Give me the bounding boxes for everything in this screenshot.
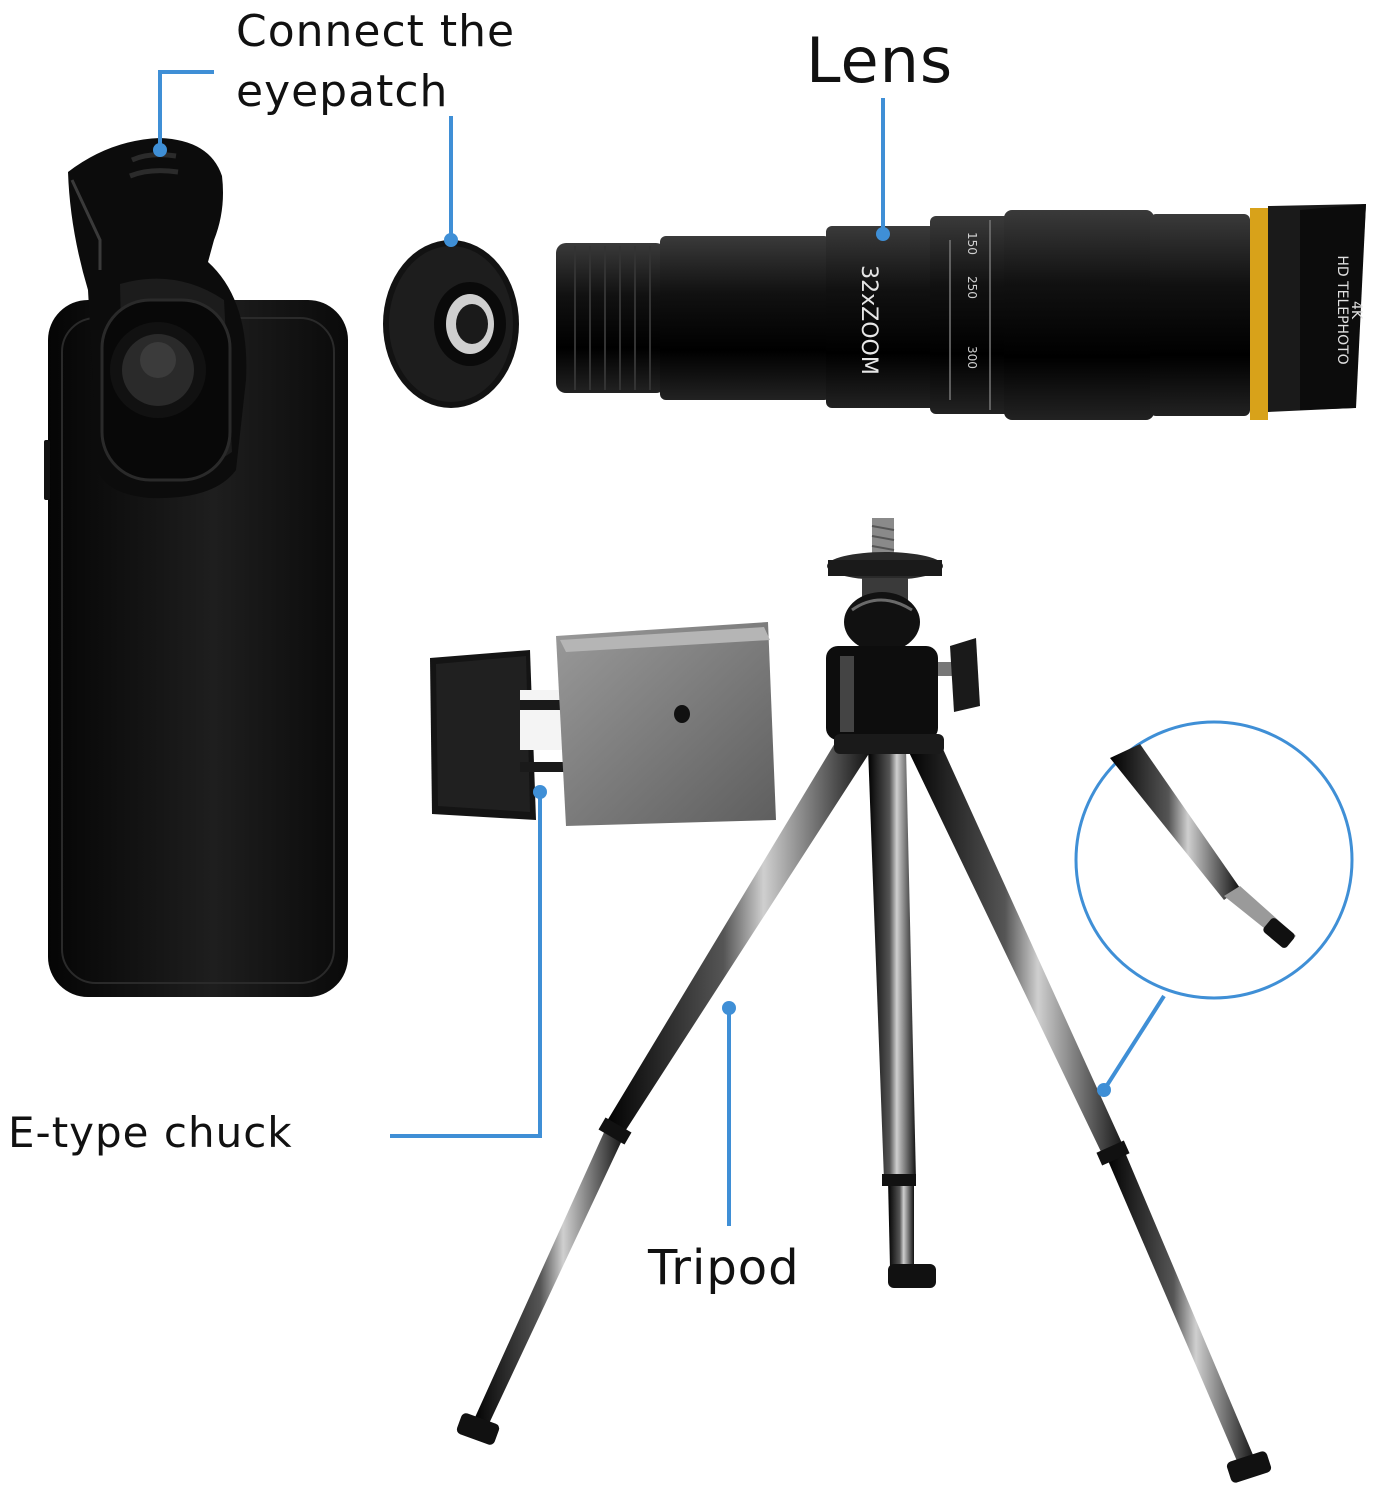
eyepatch [383,240,519,408]
res-print: 4K [1348,301,1364,320]
connect-eyepatch-label: Connect the eyepatch [236,2,515,122]
telephoto-lens: 32xZOOM HD TELEPHOTO 4K 150 250 300 [556,204,1366,420]
tripod [456,518,1272,1483]
brand-print: HD TELEPHOTO [1334,255,1350,364]
phone-holder-chuck [430,622,776,826]
scale-print-1: 150 [965,232,979,255]
scale-print-3: 300 [965,346,979,369]
callout-chuck-line [390,792,542,1138]
chuck-label: E-type chuck [8,1108,293,1157]
callout-clip-line [158,70,214,150]
connect-label-line2: eyepatch [236,66,449,117]
phone-with-clip [44,138,348,997]
leg-detail-magnifier [1074,720,1354,1000]
callout-lines [158,70,1166,1226]
scale-print-2: 250 [965,276,979,299]
callout-dots [153,143,1111,1097]
callout-detail-line [1102,994,1166,1092]
lens-label: Lens [806,24,954,97]
zoom-print: 32xZOOM [856,265,881,375]
connect-label-line1: Connect the [236,6,516,57]
tripod-label: Tripod [648,1240,800,1296]
